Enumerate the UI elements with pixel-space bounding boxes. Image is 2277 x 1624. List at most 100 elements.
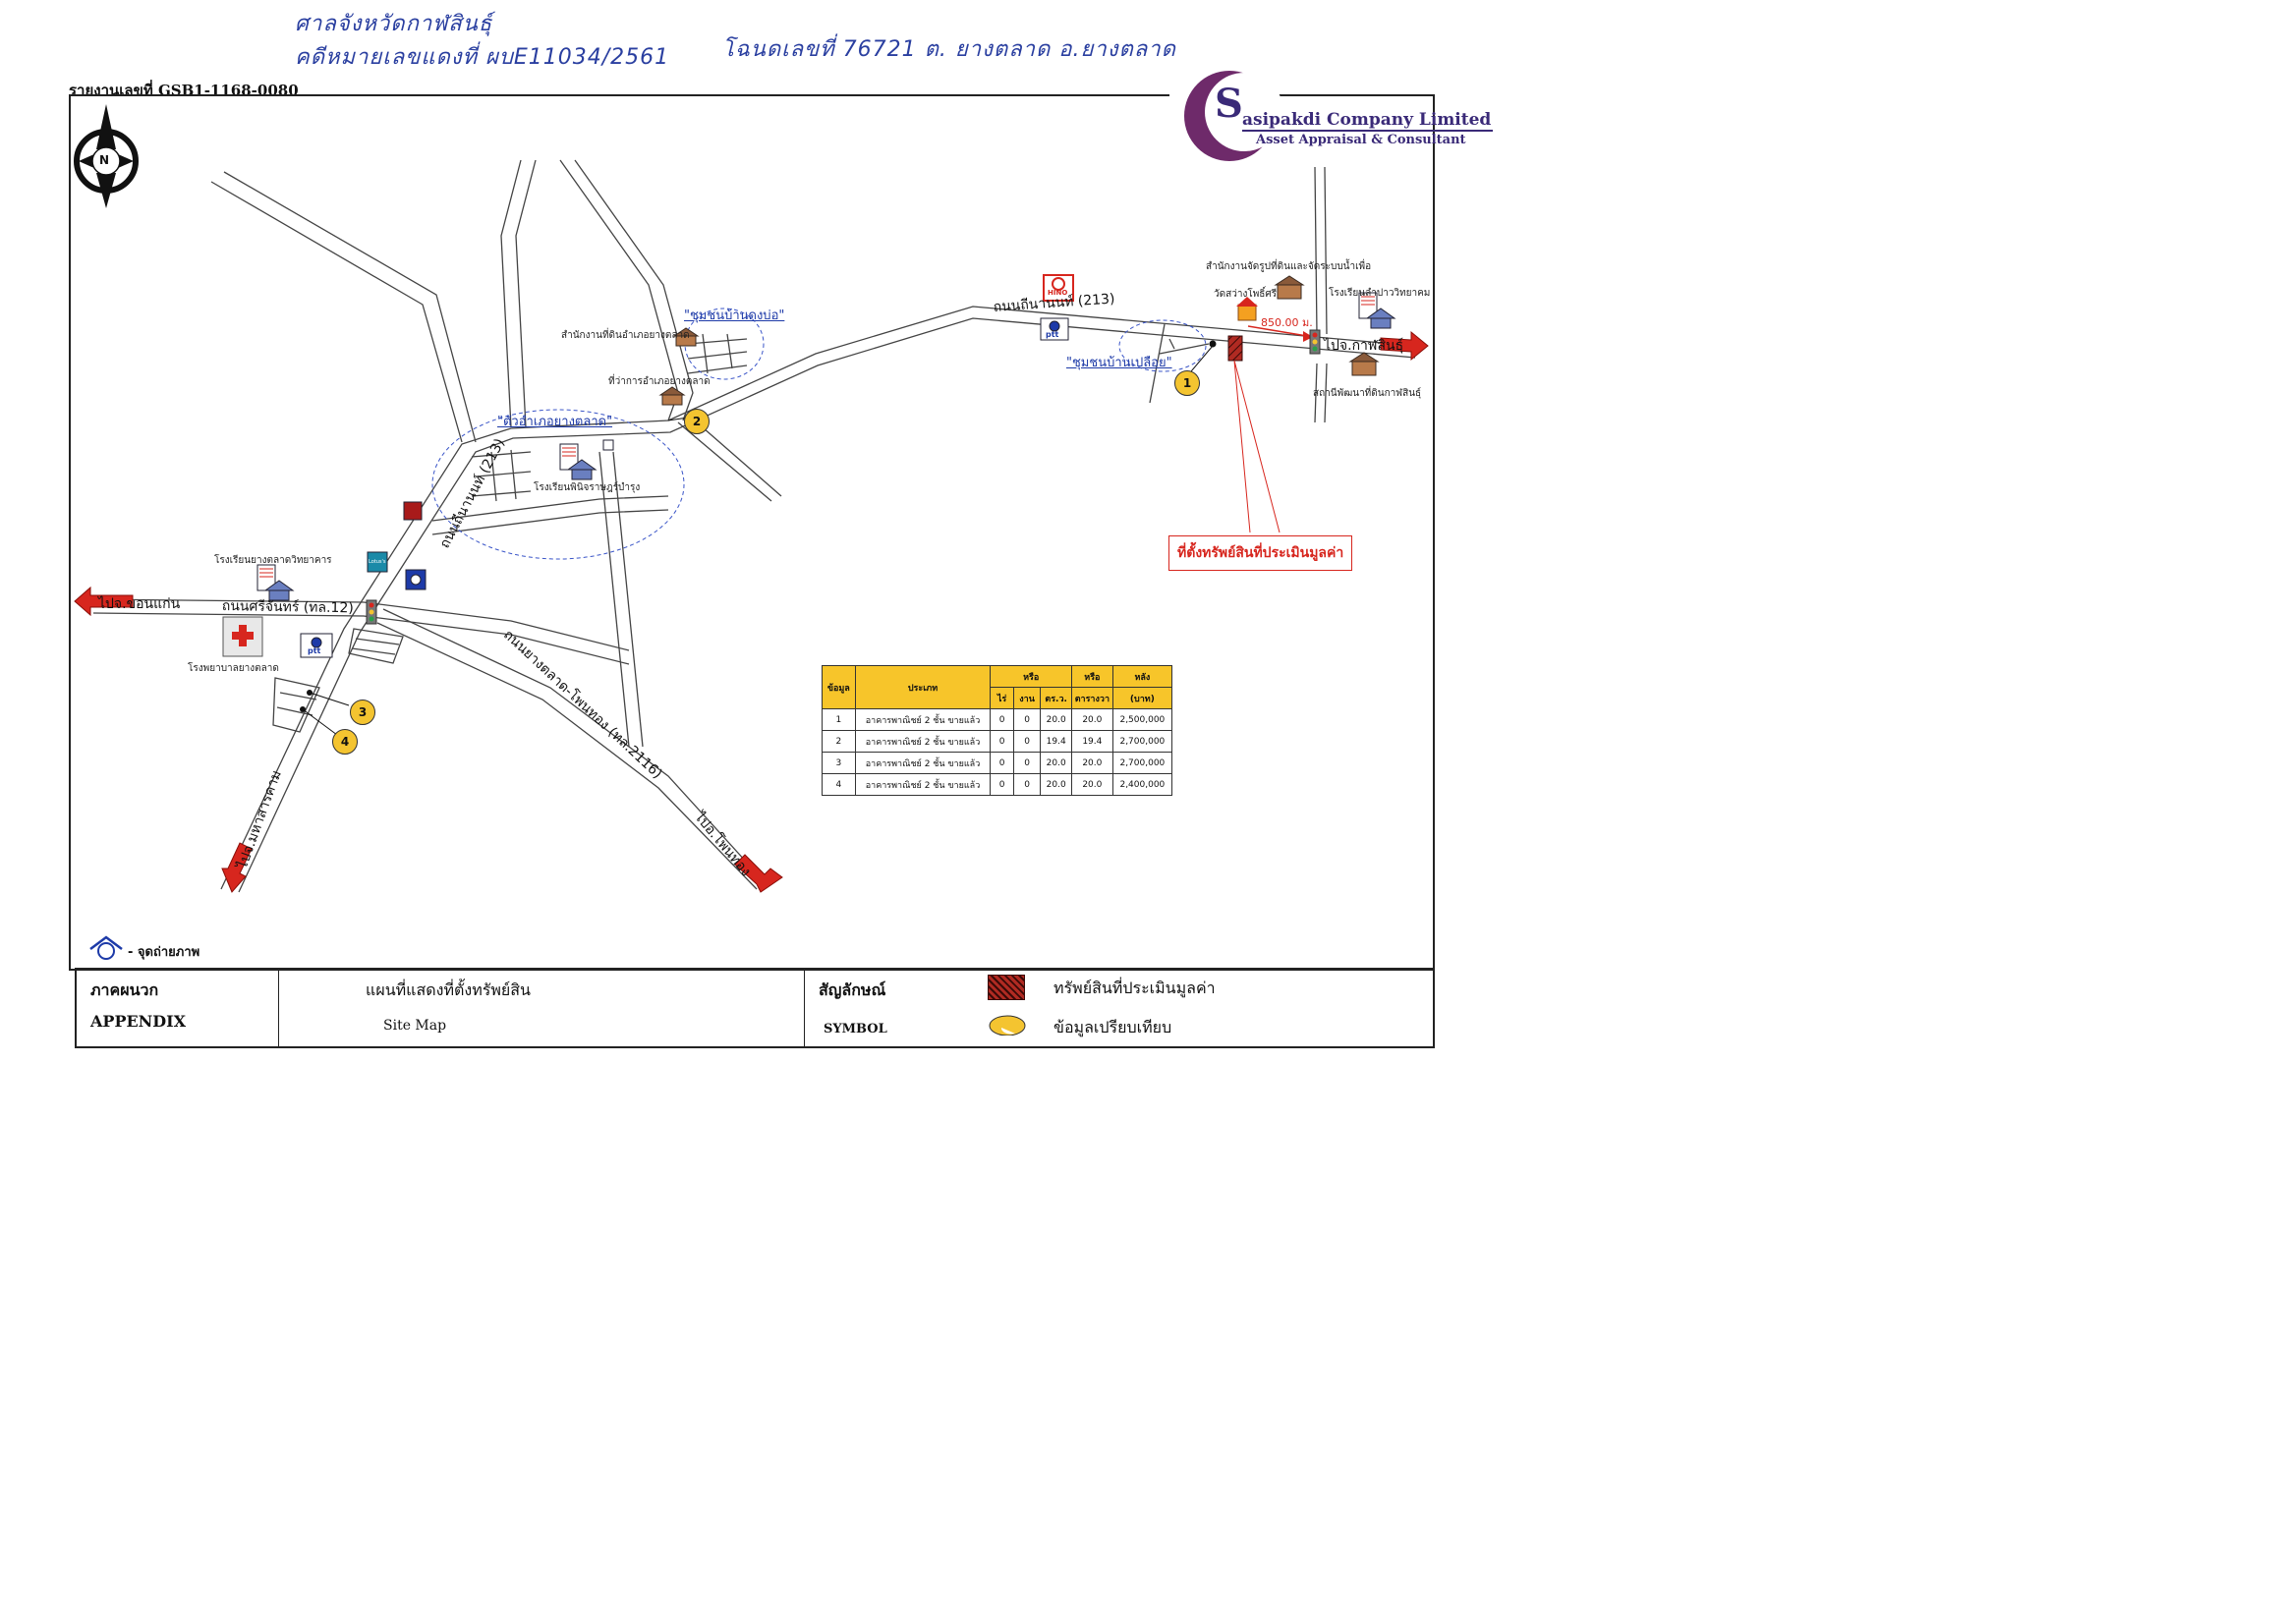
cell-wa: 20.0 (1040, 708, 1072, 731)
cell-ngan: 0 (1012, 708, 1042, 731)
handwritten-case-number: คดีหมายเลขแดงที่ ผบE11034/2561 (295, 45, 670, 70)
arrow-mahasarakham (221, 842, 253, 893)
cell-no: 3 (822, 752, 856, 774)
cell-ngan: 0 (1012, 773, 1042, 796)
comparison-marker-4: 4 (332, 729, 358, 755)
comparison-marker-1: 1 (1174, 370, 1200, 396)
destination-khonkaen: ไปจ.ขอนแก่น (98, 596, 181, 612)
cell-rai: 0 (990, 752, 1014, 774)
cell-rai: 0 (990, 730, 1014, 753)
compass-letter: N (99, 153, 110, 167)
cell-sqwa: 20.0 (1070, 773, 1113, 796)
government-building-icon (658, 275, 1380, 406)
cell-sqwa: 19.4 (1070, 730, 1113, 753)
cell-type: อาคารพาณิชย์ 2 ชั้น ขายแล้ว (854, 708, 992, 731)
property-site (1227, 335, 1243, 362)
cell-rai: 0 (990, 773, 1014, 796)
th-ngan: งาน (1012, 687, 1042, 709)
label-school-yangtalat: โรงเรียนยางตลาดวิทยาคาร (214, 555, 332, 566)
th-wa: ตร.ว. (1040, 687, 1072, 709)
th-rai: ไร่ (990, 687, 1014, 709)
table-row: 2 อาคารพาณิชย์ 2 ชั้น ขายแล้ว 0 0 19.4 1… (822, 730, 1173, 753)
hino-icon (1043, 274, 1074, 302)
handwritten-court: ศาลจังหวัดกาฬสินธุ์ (295, 12, 493, 36)
label-hospital: โรงพยาบาลยางตลาด (188, 663, 279, 674)
cell-ngan: 0 (1012, 730, 1042, 753)
th-or: หรือ (1070, 665, 1113, 688)
cell-wa: 20.0 (1040, 752, 1072, 774)
road-label-sisinjan: ถนนศรีจันทร์ (ทล.12) (221, 597, 354, 617)
th-price2: (บาท) (1111, 687, 1173, 709)
label-land-office-amphoe: สำนักงานที่ดินอำเภอยางตลาด (561, 330, 690, 341)
cell-price: 2,400,000 (1111, 773, 1173, 796)
school-icon (256, 292, 1396, 601)
arrow-khonkaen (74, 586, 134, 617)
footer-sym-compare: ข้อมูลเปรียบเทียบ (1053, 1018, 1172, 1036)
label-ptt-west: ptt (308, 646, 321, 655)
logo-company-name: asipakdi Company Limited (1242, 110, 1494, 132)
cell-wa: 19.4 (1040, 730, 1072, 753)
cell-type: อาคารพาณิชย์ 2 ชั้น ขายแล้ว (854, 752, 992, 774)
handwritten-deed: โฉนดเลขที่ 76721 ต. ยางตลาด อ.ยางตลาด (722, 37, 1176, 62)
footer-symbol-th: สัญลักษณ์ (819, 980, 886, 999)
label-distance: 850.00 ม. (1261, 316, 1313, 329)
cell-type: อาคารพาณิชย์ 2 ชั้น ขายแล้ว (854, 730, 992, 753)
cell-price: 2,500,000 (1111, 708, 1173, 731)
logo-letter: S (1215, 81, 1243, 127)
th-area: หรือ (990, 665, 1072, 688)
th-price1: หลัง (1111, 665, 1173, 688)
footer-appendix-en: APPENDIX (90, 1012, 187, 1031)
road-2116 (382, 608, 768, 885)
label-temple: วัดสว่างโพธิ์ศรี (1214, 289, 1278, 300)
cell-price: 2,700,000 (1111, 730, 1173, 753)
label-school-phinij: โรงเรียนพินิจราษฎร์บำรุง (534, 482, 641, 493)
temple-icon (1236, 297, 1258, 321)
footer-appendix-th: ภาคผนวก (90, 980, 159, 999)
footer-divider-2 (804, 968, 805, 1046)
property-location-label: ที่ตั้งทรัพย์สินที่ประเมินมูลค่า (1168, 535, 1353, 571)
photo-point-legend: - จุดถ่ายภาพ (128, 945, 200, 960)
road-12 (92, 598, 630, 651)
traffic-light-icon (366, 329, 1321, 625)
hospital-icon (222, 616, 263, 657)
cell-no: 2 (822, 730, 856, 753)
th-sqwa: ตารางวา (1070, 687, 1113, 709)
cell-wa: 20.0 (1040, 773, 1072, 796)
footer-title-th: แผนที่แสดงที่ตั้งทรัพย์สิน (366, 980, 531, 999)
cell-type: อาคารพาณิชย์ 2 ชั้น ขายแล้ว (854, 773, 992, 796)
community-amphoe: "ตัวอำเภอยางตลาด" (497, 415, 613, 429)
cell-price: 2,700,000 (1111, 752, 1173, 774)
th-no: ข้อมูล (822, 665, 856, 709)
community-pluea: "ชุมชนบ้านเปลือย" (1066, 356, 1172, 370)
cell-sqwa: 20.0 (1070, 708, 1113, 731)
map-frame (69, 94, 1435, 971)
community-dongbo: "ชุมชนบ้านดงบ่อ" (684, 308, 785, 323)
company-logo: S asipakdi Company Limited Asset Apprais… (1175, 67, 1494, 165)
table-row: 3 อาคารพาณิชย์ 2 ชั้น ขายแล้ว 0 0 20.0 2… (822, 752, 1173, 774)
store-icon (367, 439, 614, 590)
north-compass: N (71, 102, 142, 210)
comparison-marker-3: 3 (350, 700, 375, 725)
footer-divider-1 (278, 968, 279, 1046)
road-213 (220, 306, 1416, 890)
label-ptt-east: ptt (1046, 330, 1059, 339)
label-school-ampao: โรงเรียนลำปาววิทยาคม (1329, 288, 1431, 299)
comparison-table: ข้อมูล ประเภท หรือ หรือ หลัง ไร่ งาน ตร.… (822, 665, 1173, 796)
cell-no: 1 (822, 708, 856, 731)
photo-point-icon (86, 933, 126, 961)
label-district-office: ที่ว่าการอำเภอยางตลาด (608, 376, 711, 387)
label-lotus: Lotus's (369, 559, 386, 565)
label-land-reform-office: สำนักงานจัดรูปที่ดินและจัดระบบน้ำเพื่อ (1206, 261, 1372, 272)
footer-symbol-en: SYMBOL (824, 1022, 887, 1036)
property-symbol-swatch (988, 975, 1025, 1000)
footer-title-en: Site Map (383, 1018, 447, 1034)
label-hino: HINO (1048, 289, 1068, 297)
label-land-dev-station: สถานีพัฒนาที่ดินกาฬสินธุ์ (1313, 388, 1422, 399)
comparison-symbol-icon (988, 1012, 1027, 1036)
cell-no: 4 (822, 773, 856, 796)
comparison-marker-2: 2 (684, 409, 710, 434)
footer-sym-property: ทรัพย์สินที่ประเมินมูลค่า (1053, 979, 1216, 997)
footer-box (75, 968, 1435, 1048)
arrow-kalasin (1380, 330, 1429, 362)
cell-rai: 0 (990, 708, 1014, 731)
